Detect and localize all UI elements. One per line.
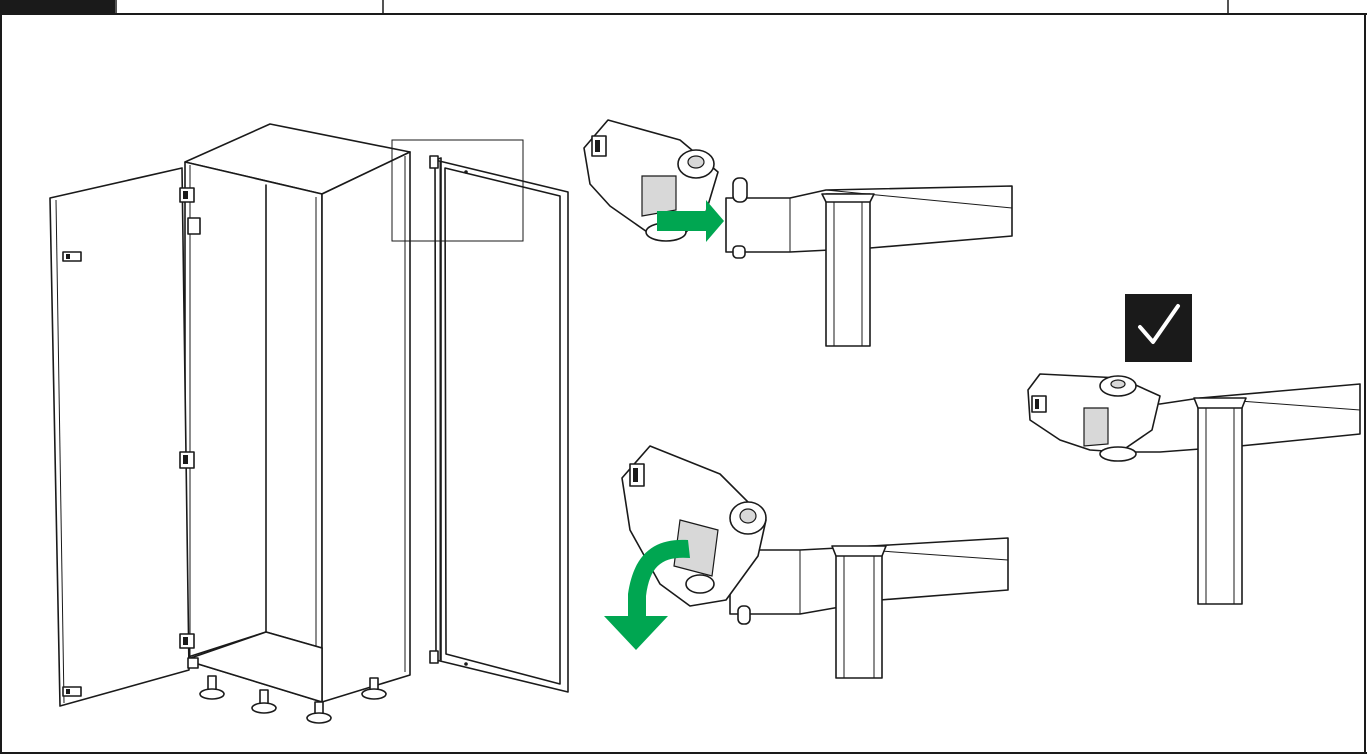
door-hinge-plate-bottom bbox=[62, 686, 82, 697]
step-2-rotate-down bbox=[604, 445, 1009, 679]
detail-highlight-box bbox=[391, 139, 524, 242]
cabinet-hinge-bottom bbox=[179, 633, 199, 669]
step-1-insert-pin bbox=[583, 119, 1013, 347]
door-frame-illustration bbox=[429, 155, 569, 693]
cabinet-legs bbox=[199, 675, 387, 724]
step-3-result bbox=[1027, 294, 1361, 605]
cabinet-illustration bbox=[49, 123, 411, 724]
check-icon bbox=[1125, 294, 1192, 362]
header-page-tab bbox=[0, 0, 115, 14]
cabinet-hinge-middle bbox=[179, 451, 195, 469]
door-hinge-plate-top bbox=[62, 251, 82, 262]
arrow-right-icon bbox=[657, 200, 724, 242]
arrow-curved-down-icon bbox=[604, 539, 690, 650]
cabinet-hinge-top bbox=[179, 187, 201, 235]
